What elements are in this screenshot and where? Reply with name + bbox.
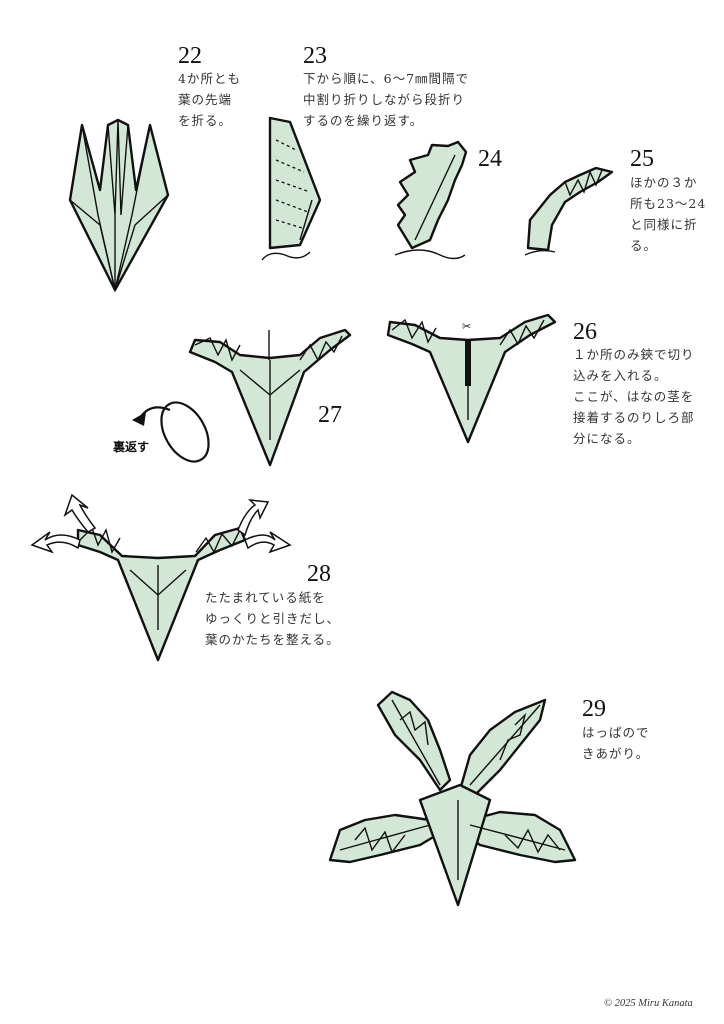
text-line: 葉の先端 [178, 92, 233, 107]
text-line: を折る。 [178, 113, 233, 128]
step-26-number: 26 [573, 319, 597, 345]
text-line: 4か所とも [178, 71, 241, 86]
text-line: きあがり。 [582, 746, 650, 761]
step-22-number: 22 [178, 43, 202, 69]
text-line: 分になる。 [573, 431, 641, 446]
text-line: たたまれている紙を [205, 590, 326, 605]
text-line: と同様に折 [630, 217, 698, 232]
step-28-number: 28 [307, 561, 331, 587]
scissors-icon: ✂ [462, 320, 471, 333]
step-23-text: 下から順に、6〜7㎜間隔で 中割り折りしながら段折り するのを繰り返す。 [303, 68, 469, 131]
step-27-number: 27 [318, 402, 342, 428]
step-22-text: 4か所とも 葉の先端 を折る。 [178, 68, 241, 131]
text-line: ゆっくりと引きだし、 [205, 611, 341, 626]
text-line: 所も23〜24 [630, 196, 707, 211]
text-line: 中割り折りしながら段折り [303, 92, 466, 107]
step-25-text: ほかの３か 所も23〜24 と同様に折 る。 [630, 172, 706, 256]
text-line: するのを繰り返す。 [303, 113, 424, 128]
flip-over-label: 裏返す [113, 440, 150, 454]
step-29-number: 29 [582, 696, 606, 722]
text-line: はっぱので [582, 725, 650, 740]
step-23-number: 23 [303, 43, 327, 69]
text-line: １か所のみ鋏で切り [573, 347, 695, 362]
cut-mark [465, 340, 471, 386]
text-line: ここが、はなの茎を [573, 389, 695, 404]
pull-arrow-icon [30, 493, 292, 554]
step-29-text: はっぱので きあがり。 [582, 722, 650, 764]
step-25-number: 25 [630, 146, 654, 172]
step-24-number: 24 [478, 146, 502, 172]
text-line: 下から順に、6〜7㎜間隔で [303, 71, 470, 86]
copyright: © 2025 Miru Kanata [604, 998, 693, 1009]
text-line: 葉のかたちを整える。 [205, 632, 340, 647]
text-line: 接着するのりしろ部 [573, 410, 695, 425]
step-26-text: １か所のみ鋏で切り 込みを入れる。 ここが、はなの茎を 接着するのりしろ部 分に… [573, 344, 695, 449]
step-28-text: たたまれている紙を ゆっくりと引きだし、 葉のかたちを整える。 [205, 587, 340, 650]
text-line: 込みを入れる。 [573, 368, 668, 383]
text-line: る。 [630, 238, 658, 253]
text-line: ほかの３か [630, 175, 698, 190]
